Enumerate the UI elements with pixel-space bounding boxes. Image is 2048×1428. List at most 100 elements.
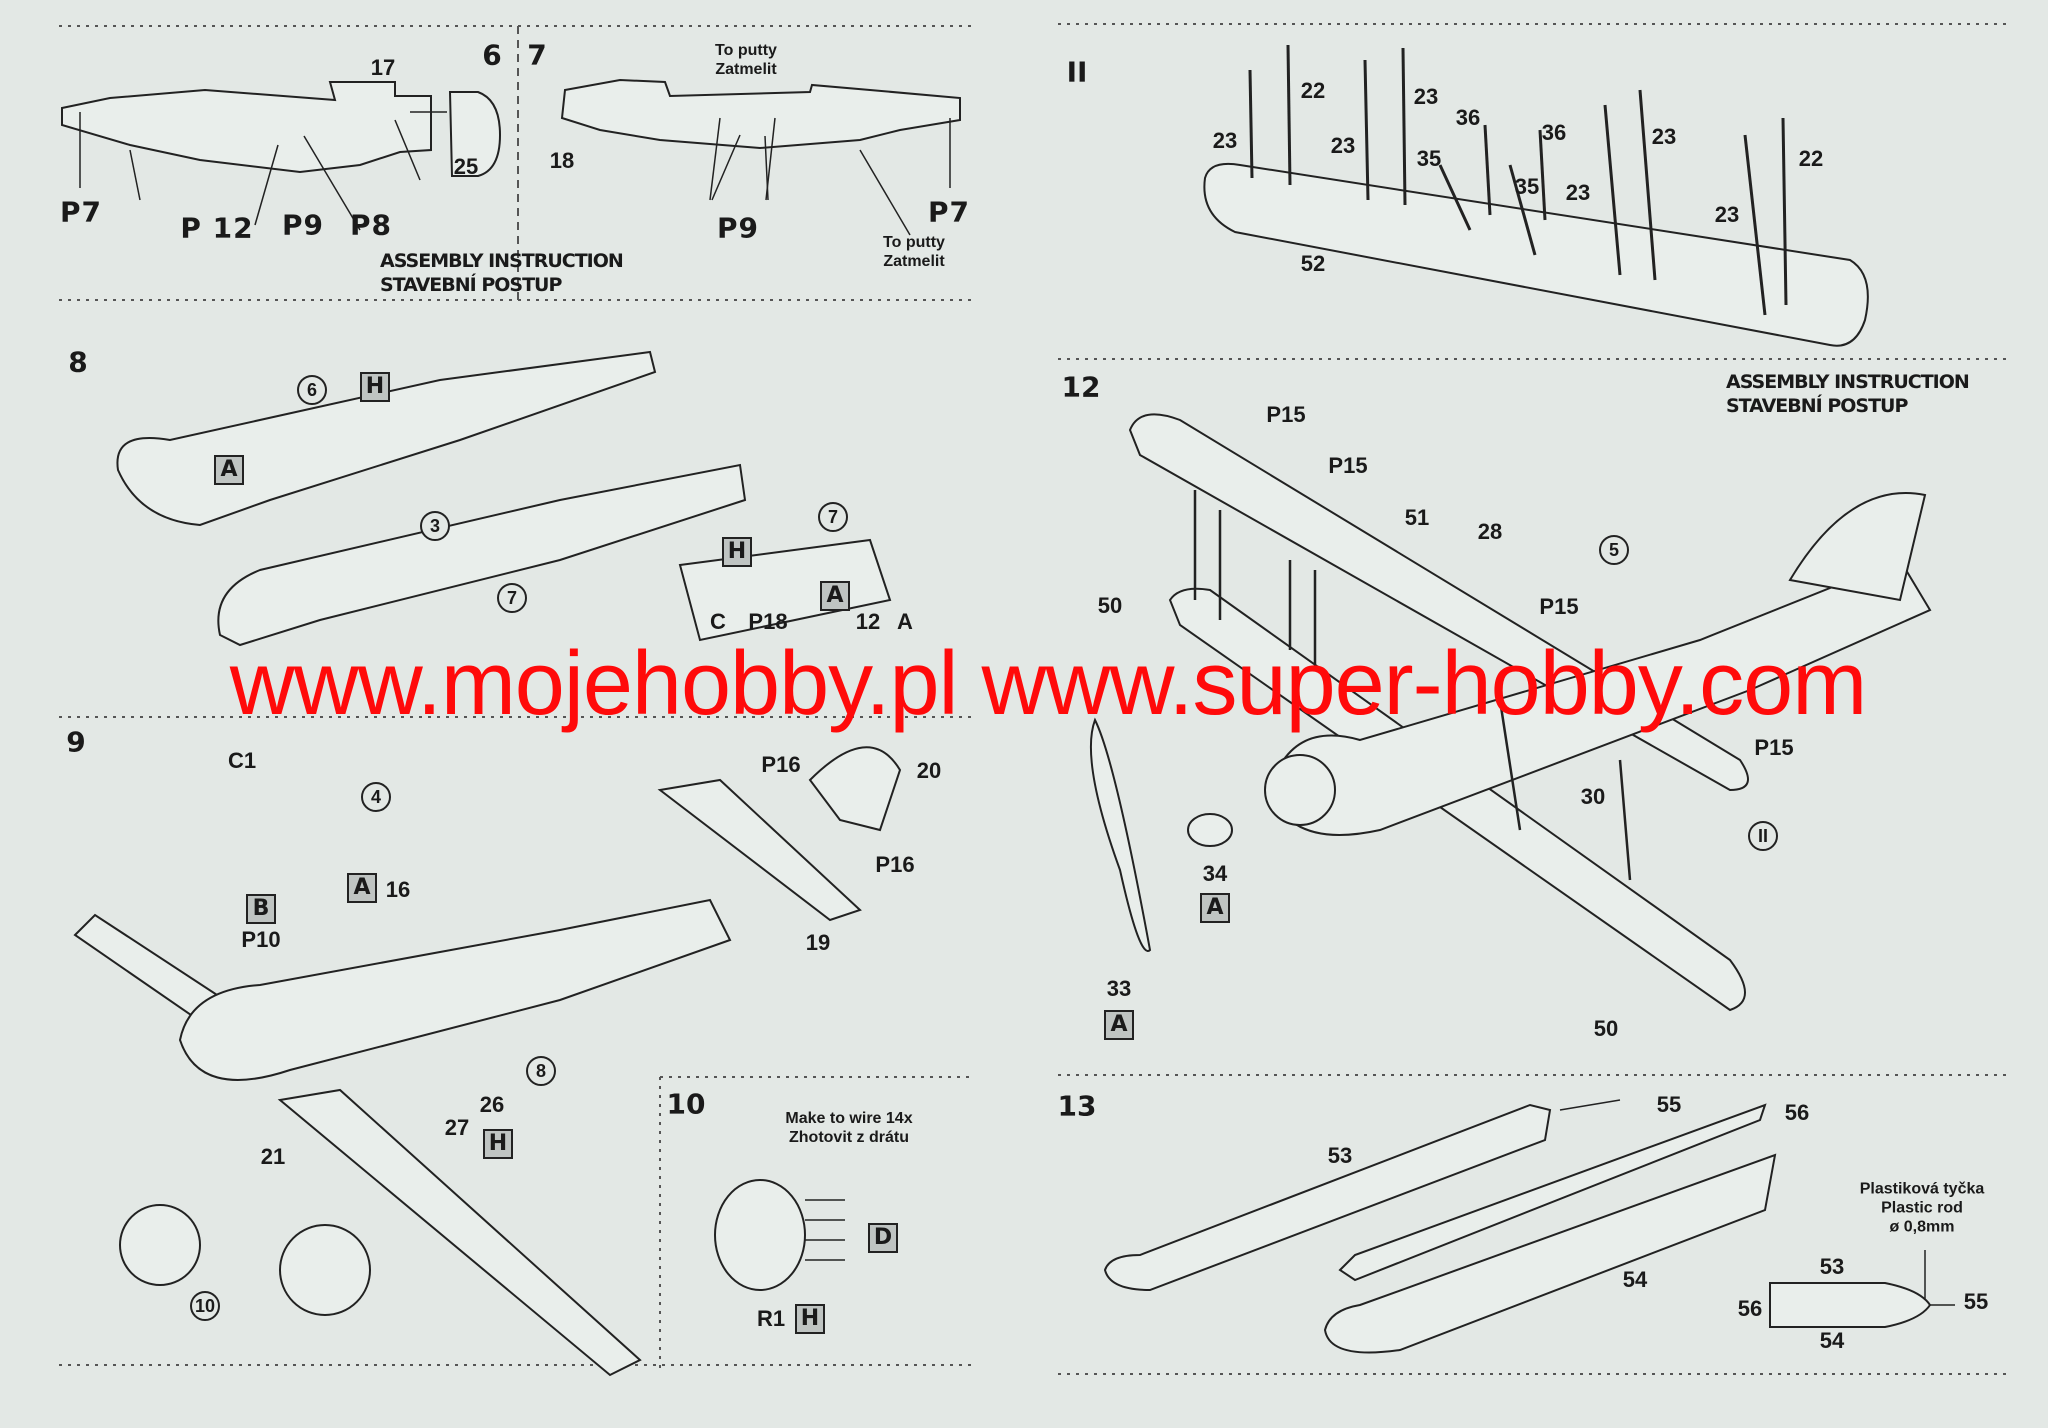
note-line: Zhotovit z drátu bbox=[789, 1129, 909, 1146]
part-label: P18 bbox=[748, 609, 788, 634]
sprue-box: A bbox=[347, 873, 377, 903]
step-ref-circle: 8 bbox=[526, 1056, 556, 1086]
part-label: 33 bbox=[1106, 976, 1132, 1001]
part-label: 12 bbox=[855, 609, 881, 634]
note-line: Plastiková tyčka bbox=[1859, 1180, 1985, 1198]
title-cz-right: STAVEBNÍ POSTUP bbox=[1726, 395, 1908, 417]
part-label: 35 bbox=[1416, 146, 1442, 171]
part-label: 28 bbox=[1477, 519, 1503, 544]
part-label: P9 bbox=[281, 208, 325, 242]
biplane-step12 bbox=[1089, 413, 1932, 1012]
part-label: 50 bbox=[1097, 593, 1123, 618]
part-label: 50 bbox=[1593, 1016, 1619, 1041]
sprue-box: H bbox=[483, 1129, 513, 1159]
part-label: 25 bbox=[453, 154, 479, 179]
step-ref-circle: 4 bbox=[361, 782, 391, 812]
part-label: 56 bbox=[1737, 1296, 1763, 1321]
step-6-number: 6 bbox=[482, 38, 502, 72]
part-label: 22 bbox=[1300, 78, 1326, 103]
note-line: To putty bbox=[883, 234, 945, 251]
step-ref-circle: 7 bbox=[497, 583, 527, 613]
part-label: R1 bbox=[756, 1306, 786, 1331]
part-label: 56 bbox=[1784, 1100, 1810, 1125]
sprue-box: D bbox=[868, 1223, 898, 1253]
part-label: 23 bbox=[1330, 133, 1356, 158]
sprue-box: H bbox=[795, 1304, 825, 1334]
part-label: 36 bbox=[1455, 105, 1481, 130]
step-12-number: 12 bbox=[1061, 370, 1101, 404]
part-label: 36 bbox=[1541, 120, 1567, 145]
part-label: 23 bbox=[1651, 124, 1677, 149]
step-9-number: 9 bbox=[66, 725, 86, 759]
note-line: ø 0,8mm bbox=[1889, 1218, 1955, 1236]
sprue-box: A bbox=[1104, 1010, 1134, 1040]
step-ref-circle: II bbox=[1748, 821, 1778, 851]
title-cz-left: STAVEBNÍ POSTUP bbox=[380, 274, 562, 296]
step-ref-circle: 7 bbox=[818, 502, 848, 532]
part-label: 55 bbox=[1656, 1092, 1682, 1117]
lower-wing-52 bbox=[1203, 162, 1869, 347]
part-label: 26 bbox=[479, 1092, 505, 1117]
fuselage-half-17 bbox=[61, 81, 502, 177]
step-ref-circle: 3 bbox=[420, 511, 450, 541]
part-label: 21 bbox=[260, 1144, 286, 1169]
part-label: 54 bbox=[1622, 1267, 1648, 1292]
struts-22-23-35-36 bbox=[1248, 44, 1788, 316]
part-label: P8 bbox=[349, 208, 393, 242]
note-line: Make to wire 14x bbox=[785, 1110, 913, 1127]
title-en-left: ASSEMBLY INSTRUCTION bbox=[380, 250, 624, 272]
sprue-box: A bbox=[214, 455, 244, 485]
part-label: 20 bbox=[916, 758, 942, 783]
part-label: P15 bbox=[1266, 402, 1306, 427]
part-label: P15 bbox=[1328, 453, 1368, 478]
sprue-box: A bbox=[820, 581, 850, 611]
part-label: P15 bbox=[1754, 735, 1794, 760]
part-label: P15 bbox=[1539, 594, 1579, 619]
sprue-box: B bbox=[246, 894, 276, 924]
part-label: 34 bbox=[1202, 861, 1228, 886]
engine-step10 bbox=[714, 1179, 806, 1291]
step-13-number: 13 bbox=[1057, 1089, 1097, 1123]
sprue-box: A bbox=[1200, 893, 1230, 923]
part-label: 23 bbox=[1714, 202, 1740, 227]
note-line: Plastic rod bbox=[1881, 1199, 1963, 1217]
part-label: C1 bbox=[227, 748, 257, 773]
step-8-number: 8 bbox=[68, 345, 88, 379]
part-label: P10 bbox=[241, 927, 281, 952]
part-label: 23 bbox=[1212, 128, 1238, 153]
part-label: C bbox=[710, 609, 726, 634]
watermark: www.mojehobby.pl www.super-hobby.com bbox=[229, 634, 1867, 734]
fuselage-half-18 bbox=[560, 78, 961, 150]
part-label: 54 bbox=[1819, 1328, 1845, 1353]
part-label: 18 bbox=[549, 148, 575, 173]
part-label: 17 bbox=[370, 55, 396, 80]
part-label: P16 bbox=[761, 752, 801, 777]
part-label: 23 bbox=[1413, 84, 1439, 109]
part-label: A bbox=[897, 609, 913, 634]
step-ref-circle: 5 bbox=[1599, 535, 1629, 565]
step-11-number: II bbox=[1066, 55, 1088, 89]
part-label: 52 bbox=[1300, 251, 1326, 276]
part-label: 23 bbox=[1565, 180, 1591, 205]
step-10-number: 10 bbox=[666, 1087, 706, 1121]
part-label: 53 bbox=[1819, 1254, 1845, 1279]
part-label: 16 bbox=[385, 877, 411, 902]
note-line: To putty bbox=[715, 42, 777, 59]
part-label: P9 bbox=[716, 211, 760, 245]
note-line: Zatmelit bbox=[715, 61, 777, 78]
part-label: 51 bbox=[1404, 505, 1430, 530]
part-label: 53 bbox=[1327, 1143, 1353, 1168]
part-label: P 12 bbox=[180, 211, 254, 245]
part-label: P16 bbox=[875, 852, 915, 877]
part-label: 35 bbox=[1514, 174, 1540, 199]
part-label: 55 bbox=[1963, 1289, 1989, 1314]
note-line: Zatmelit bbox=[883, 253, 945, 270]
step-ref-circle: 10 bbox=[190, 1291, 220, 1321]
floats-step13 bbox=[1103, 1103, 1932, 1354]
part-label: 27 bbox=[444, 1115, 470, 1140]
